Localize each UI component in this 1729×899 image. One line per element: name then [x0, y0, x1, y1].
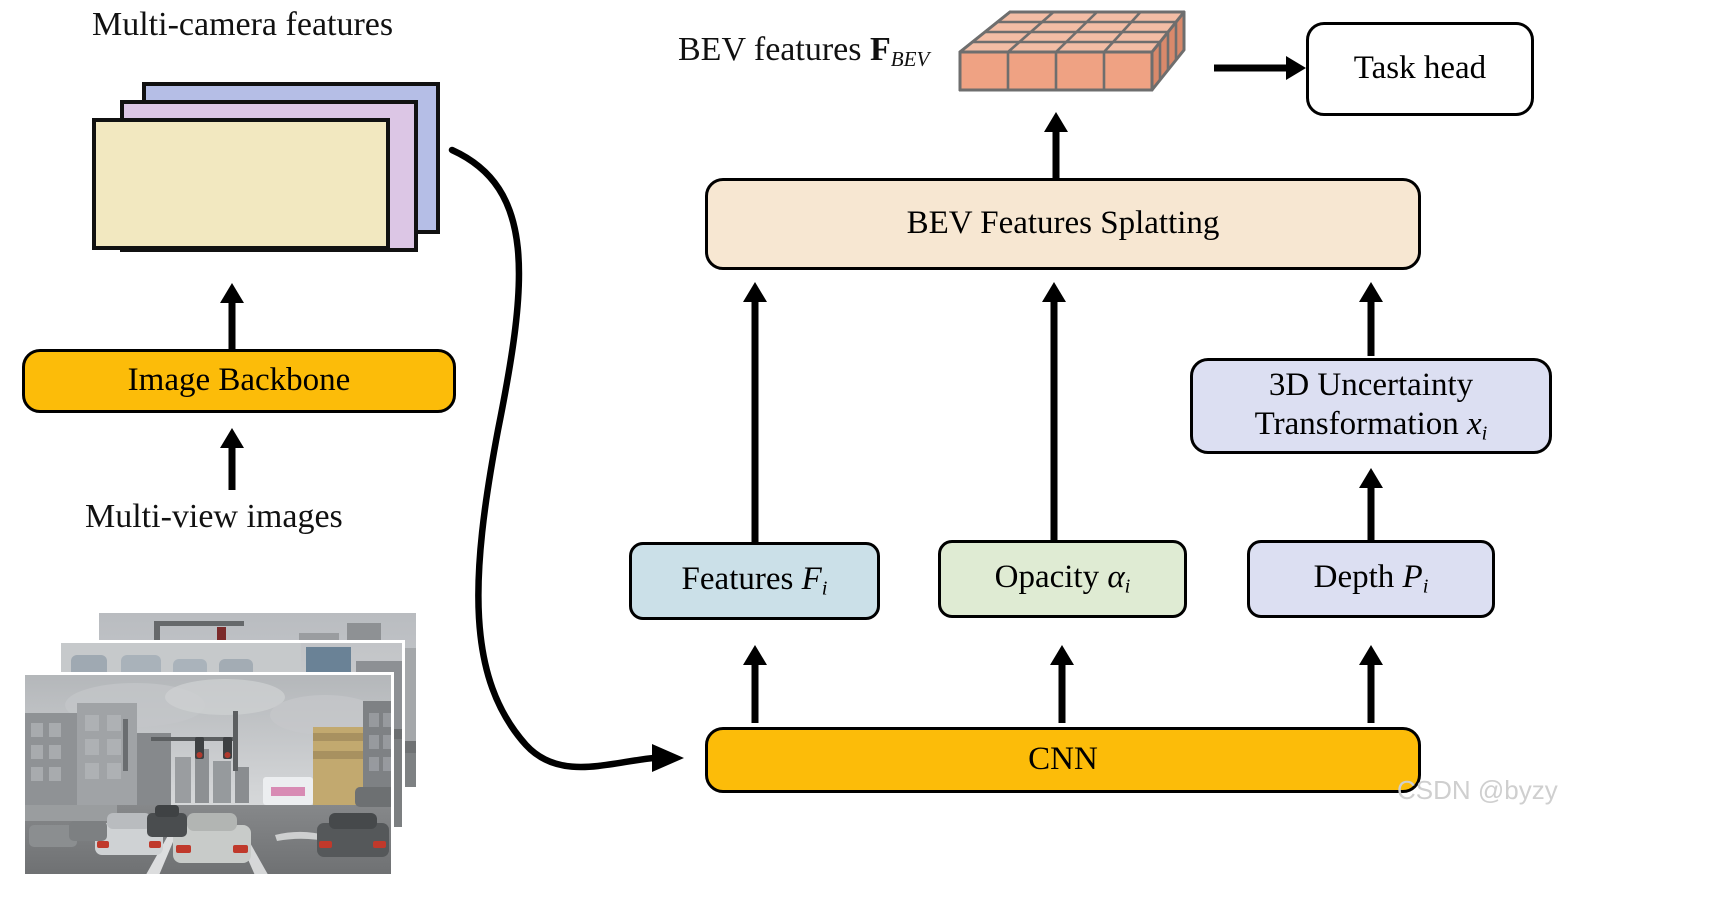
image-backbone-box[interactable]: Image Backbone: [22, 349, 456, 413]
car-left: [95, 813, 163, 855]
opacity-subscript: i: [1124, 576, 1131, 599]
bev-feature-volume-graphic: [958, 10, 1186, 92]
uncertainty-line1: 3D Uncertainty: [1268, 366, 1474, 403]
watermark: CSDN @byzy: [1397, 775, 1558, 805]
street-scene-image-front: [25, 675, 391, 874]
depth-box[interactable]: Depth Pi: [1247, 540, 1495, 618]
depth-subscript: i: [1422, 576, 1429, 599]
uncertainty-symbol: x: [1467, 406, 1482, 443]
uncertainty-line2: Transformation xi: [1254, 406, 1488, 445]
depth-label: Depth Pi: [1313, 559, 1429, 599]
multi-camera-features-label: Multi-camera features: [92, 6, 394, 43]
bev-features-subscript: BEV: [890, 46, 930, 71]
depth-symbol: P: [1402, 559, 1423, 596]
uncertainty-subscript: i: [1481, 422, 1488, 445]
features-symbol: F: [801, 561, 822, 598]
feature-map-layer-front: [92, 118, 390, 250]
features-label: Features Fi: [681, 561, 828, 601]
uncertainty-transformation-box[interactable]: 3D Uncertainty Transformation xi: [1190, 358, 1552, 454]
bev-splatting-label: BEV Features Splatting: [906, 205, 1220, 242]
multi-view-images-label: Multi-view images: [85, 498, 343, 535]
cnn-label: CNN: [1028, 741, 1098, 778]
arrow-features-to-cnn: [448, 146, 684, 772]
cnn-box[interactable]: CNN: [705, 727, 1421, 793]
multi-view-photo-front: [22, 672, 394, 877]
features-subscript: i: [821, 578, 828, 601]
bev-features-label: BEV features FBEV: [678, 30, 929, 72]
car-center: [173, 813, 251, 863]
car-dark-mid: [147, 805, 187, 837]
car-far-right: [355, 787, 391, 807]
bev-splatting-box[interactable]: BEV Features Splatting: [705, 178, 1421, 270]
task-head-label: Task head: [1353, 50, 1487, 87]
task-head-box[interactable]: Task head: [1306, 22, 1534, 116]
opacity-symbol: α: [1107, 559, 1125, 596]
image-backbone-label: Image Backbone: [127, 362, 351, 399]
bev-features-text: BEV features: [678, 31, 870, 68]
opacity-box[interactable]: Opacity αi: [938, 540, 1187, 618]
features-box[interactable]: Features Fi: [629, 542, 880, 620]
bev-features-symbol: F: [869, 31, 891, 68]
car-right: [317, 813, 389, 857]
opacity-label: Opacity αi: [994, 559, 1131, 599]
